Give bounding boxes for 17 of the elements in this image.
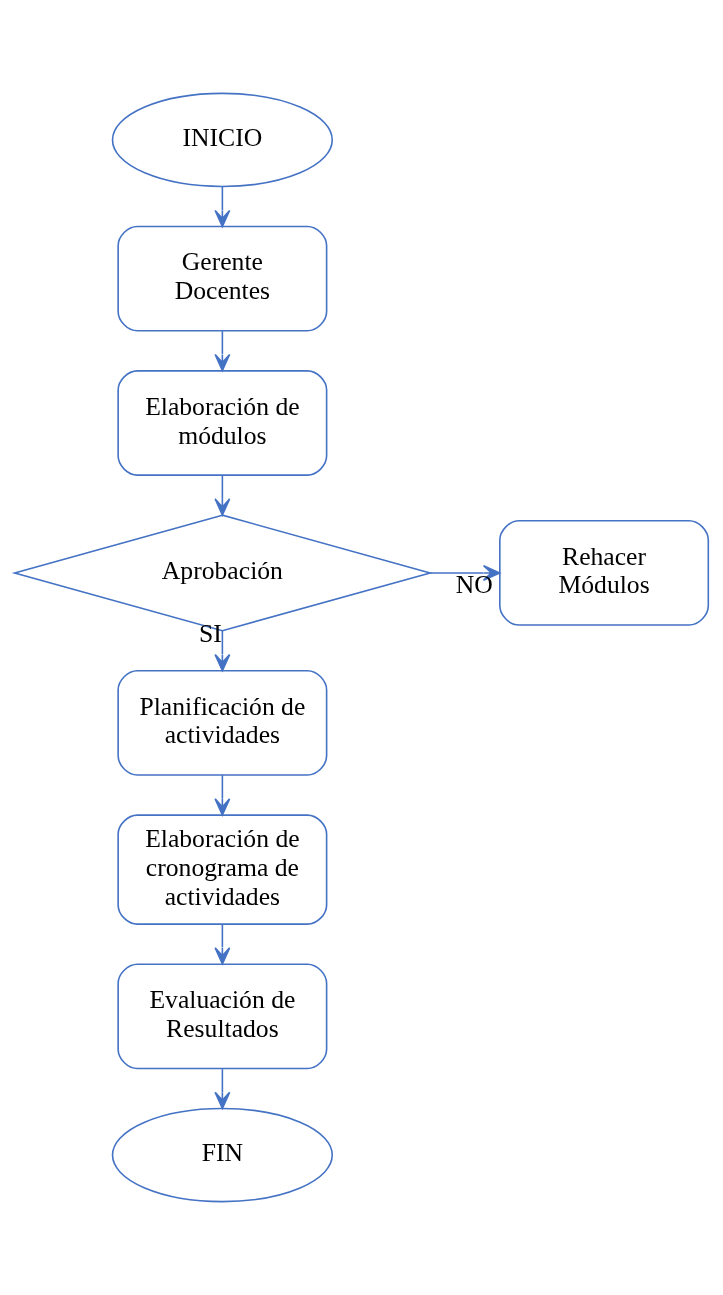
- node-box: Planificación de actividades: [117, 669, 328, 776]
- node-box: Rehacer Módulos: [499, 520, 710, 626]
- node-box: Gerente Docentes: [117, 225, 328, 332]
- node-box: Elaboración de módulos: [117, 370, 328, 476]
- edge-label: NO: [455, 570, 493, 600]
- arrow: [214, 630, 231, 672]
- node-box: Elaboración de cronograma de actividades: [117, 814, 328, 925]
- arrow: [214, 774, 231, 816]
- arrow: [214, 474, 231, 516]
- arrow: [214, 185, 231, 228]
- node-ellipse: FIN: [111, 1107, 334, 1203]
- arrow: [214, 330, 231, 372]
- node-ellipse: INICIO: [111, 92, 334, 188]
- arrow: [429, 564, 501, 581]
- node-box: Evaluación de Resultados: [117, 963, 328, 1070]
- arrow: [214, 923, 231, 965]
- arrow: [214, 1068, 231, 1110]
